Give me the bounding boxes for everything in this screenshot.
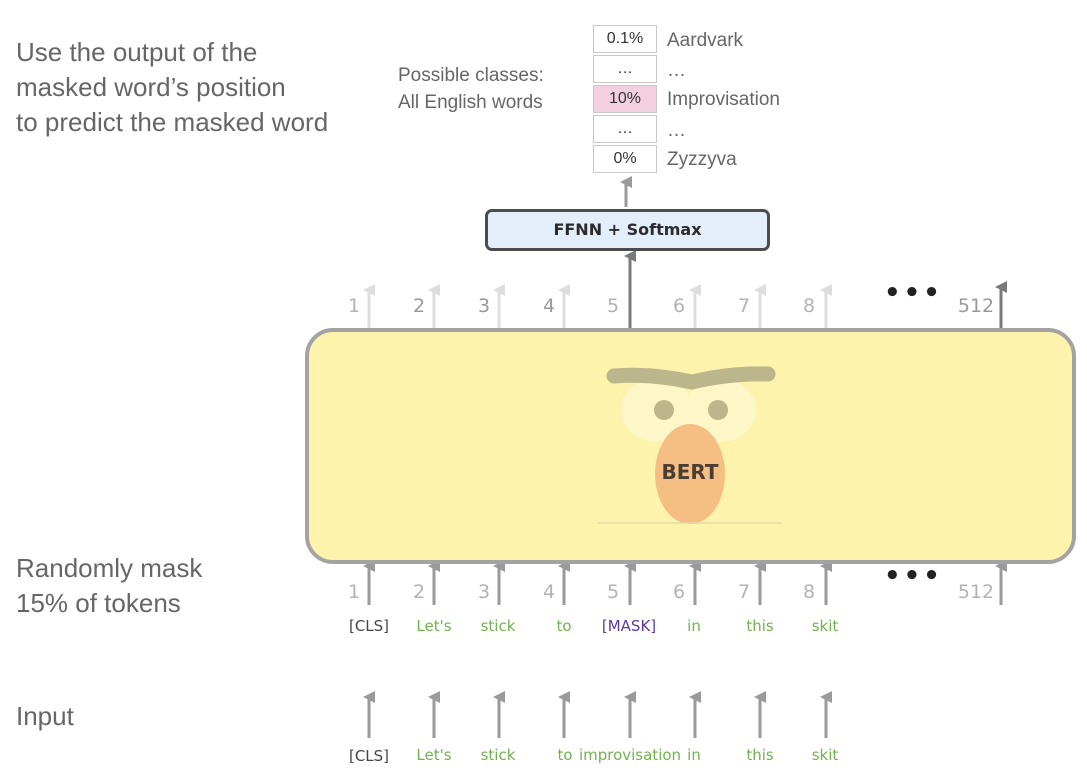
masked-token: stick [480,617,516,635]
possible-classes-label: Possible classes: All English words [398,62,544,116]
left-pupil [654,400,674,420]
headline-line: Use the output of the [16,37,258,67]
headline-text: Use the output of the masked word’s posi… [16,35,328,140]
position-number: 8 [802,581,816,603]
masked-token: Let's [416,617,452,635]
position-number: 3 [477,295,491,317]
position-number: 4 [542,581,556,603]
bert-label: BERT [661,460,719,484]
masked-token: skit [811,617,839,635]
position-number: 7 [737,581,751,603]
position-number: 2 [412,295,426,317]
position-number: 7 [737,295,751,317]
class-word: Zyzzyva [667,149,737,170]
class-word: … [667,120,686,141]
mask-note: Randomly mask 15% of tokens [16,551,202,621]
nose-shape [655,424,725,524]
masked-token: to [556,617,572,635]
class-word: Improvisation [667,89,780,110]
prob-cell: … [593,55,657,83]
position-number: 1 [347,581,361,603]
mask-token: [MASK] [601,617,657,635]
position-number: 3 [477,581,491,603]
input-token: to [557,746,573,764]
mask-note-line: 15% of tokens [16,588,181,618]
classes-label-line: All English words [398,92,543,113]
position-number: 2 [412,581,426,603]
position-number: 5 [606,581,620,603]
position-number-512: 512 [957,581,995,603]
position-number: 6 [672,581,686,603]
headline-line: to predict the masked word [16,107,329,137]
input-token: Let's [416,746,452,764]
input-token: skit [811,746,839,764]
class-word: … [667,60,686,81]
prob-cell: 0% [593,145,657,173]
right-pupil [708,400,728,420]
classes-label-line: Possible classes: [398,65,544,86]
masked-token: in [687,617,701,635]
position-number: 1 [347,295,361,317]
prob-cell: … [593,115,657,143]
position-number: 8 [802,295,816,317]
input-token: improvisation [578,746,682,764]
position-number: 5 [606,295,620,317]
input-token: [CLS] [348,747,390,765]
masked-token: [CLS] [348,617,390,635]
masked-token: this [746,617,774,635]
position-number-512: 512 [957,295,995,317]
input-token: stick [480,746,516,764]
input-label: Input [16,701,74,731]
input-token: in [687,746,701,764]
ffnn-softmax-box: FFNN + Softmax [485,209,770,251]
prob-cell: 0.1% [593,25,657,53]
mask-note-line: Randomly mask [16,553,203,583]
input-token: this [746,746,774,764]
ellipsis-dots: ••• [884,278,943,308]
position-number: 6 [672,295,686,317]
ellipsis-dots: ••• [884,561,943,591]
class-word: Aardvark [667,30,744,51]
bert-face-illustration [598,366,782,524]
eyebrows [606,366,776,390]
headline-line: masked word’s position [16,72,286,102]
prob-cell-highlighted: 10% [593,85,657,113]
position-number: 4 [542,295,556,317]
